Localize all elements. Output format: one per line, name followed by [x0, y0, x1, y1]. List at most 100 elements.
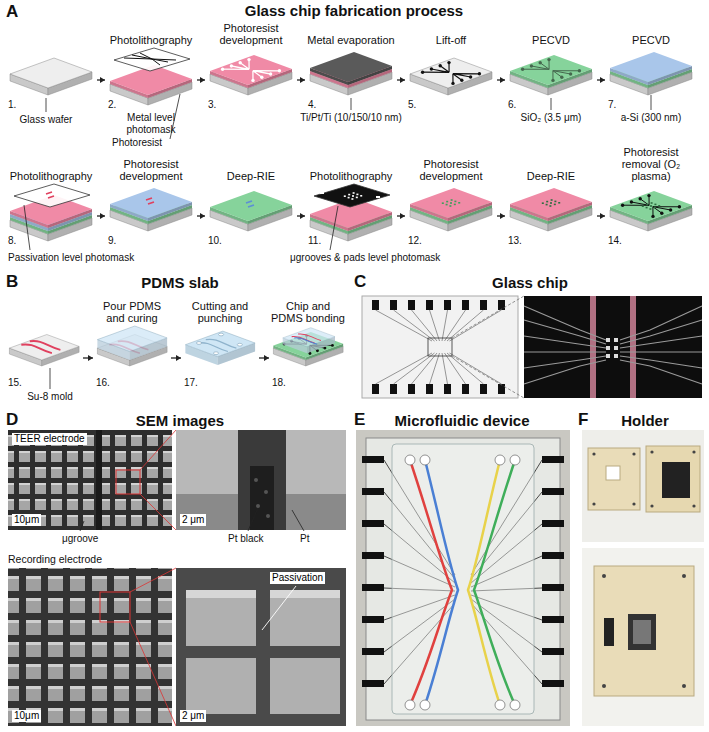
process-step: Metal evaporation 4.: [306, 4, 396, 112]
annotation: 2 μm: [180, 514, 206, 526]
step-number: 13.: [508, 235, 522, 246]
panel-heading: Glass chip fabrication process: [180, 2, 528, 20]
step-number: 9.: [108, 235, 116, 246]
step-number: 1.: [8, 99, 16, 110]
arrowhead: [100, 77, 105, 83]
annotation: Su-8 mold: [10, 391, 90, 403]
process-arrow: [197, 77, 205, 83]
step-number: 18.: [272, 377, 286, 388]
process-step: PECVD 7.: [606, 4, 696, 112]
annotation: μgrooves & pads level photomask: [290, 252, 440, 264]
panel-heading: PDMS slab: [60, 274, 300, 292]
arrowhead: [600, 77, 605, 83]
process-step: Photolithography11.: [306, 140, 396, 248]
arrowhead: [264, 355, 269, 361]
process-step: Deep-RIE10.: [206, 140, 296, 248]
process-arrow: [83, 355, 93, 361]
process-arrow: [259, 355, 269, 361]
annotation: Glass wafer: [6, 114, 86, 126]
annotation: μgroove: [62, 533, 98, 545]
step-heading: Metal evaporation: [306, 34, 396, 46]
step-number: 10.: [208, 235, 222, 246]
step-heading: PECVD: [606, 34, 696, 46]
step-number: 5.: [408, 99, 416, 110]
arrowhead: [500, 213, 505, 219]
step-heading: Photolithography: [306, 170, 396, 182]
step-number: 17.: [184, 377, 198, 388]
arrowhead: [200, 213, 205, 219]
step-number: 16.: [96, 377, 110, 388]
step-heading: Photoresist removal (O₂ plasma): [606, 146, 696, 182]
annotation: 10μm: [12, 710, 41, 722]
step-heading: Pour PDMS and curing: [94, 300, 170, 324]
annotation: Passivation: [270, 572, 325, 584]
panel-heading: SEM images: [60, 412, 300, 430]
annotation: 10μm: [12, 514, 41, 526]
step-heading: Photoresist development: [406, 158, 496, 182]
panel-heading: B: [6, 272, 18, 292]
arrowhead: [100, 213, 105, 219]
step-heading: Lift-off: [406, 34, 496, 46]
step-heading: Photolithography: [6, 170, 96, 182]
annotation: Passivation level photomask: [8, 252, 134, 264]
panel-heading: F: [578, 410, 588, 430]
arrowhead: [176, 355, 181, 361]
arrowhead: [200, 77, 205, 83]
step-number: 7.: [608, 99, 616, 110]
annotation: Ti/Pt/Ti (10/150/10 nm): [300, 112, 402, 124]
annotation: SiO₂ (3.5 μm): [500, 112, 602, 124]
process-arrow: [97, 213, 105, 219]
step-heading: Cutting and punching: [182, 300, 258, 324]
step-number: 12.: [408, 235, 422, 246]
step-heading: PECVD: [506, 34, 596, 46]
process-step: PECVD 6.: [506, 4, 596, 112]
arrowhead: [500, 77, 505, 83]
annotation: Metal level photomask: [106, 112, 196, 136]
arrowhead: [300, 213, 305, 219]
process-step: Photoresist removal (O₂ plasma) 14.: [606, 140, 696, 248]
process-arrow: [297, 213, 305, 219]
process-step: Chip and PDMS bonding18.: [270, 282, 346, 390]
panel-heading: Microfluidic device: [362, 412, 562, 430]
process-step: Photolithography 2.: [106, 4, 196, 112]
annotation: Pt: [300, 533, 309, 545]
annotation: TEER electrode: [12, 433, 87, 445]
arrowhead: [400, 77, 405, 83]
step-number: 3.: [208, 99, 216, 110]
process-step: Photoresist development 9.: [106, 140, 196, 248]
process-arrow: [397, 213, 405, 219]
process-step: Photolithography 8.: [6, 140, 96, 248]
panel-heading: A: [6, 2, 18, 22]
step-number: 2.: [108, 99, 116, 110]
process-step: Photoresist development 12.: [406, 140, 496, 248]
panel-heading: D: [6, 410, 18, 430]
process-arrow: [497, 77, 505, 83]
process-step: Pour PDMS and curing 16.: [94, 282, 170, 390]
process-step: 1.: [6, 4, 96, 112]
process-step: Lift-off 5.: [406, 4, 496, 112]
process-step: Photoresist development 3.: [206, 4, 296, 112]
arrowhead: [400, 213, 405, 219]
panel-heading: C: [354, 272, 366, 292]
process-arrow: [297, 77, 305, 83]
process-arrow: [597, 77, 605, 83]
process-step: Cutting and punching 17.: [182, 282, 258, 390]
process-arrow: [397, 77, 405, 83]
annotation: Pt black: [228, 533, 264, 545]
step-number: 6.: [508, 99, 516, 110]
annotation: 2 μm: [180, 710, 206, 722]
panel-heading: E: [354, 410, 365, 430]
step-number: 4.: [308, 99, 316, 110]
step-heading: Photolithography: [106, 34, 196, 46]
process-step: 15.: [6, 282, 82, 390]
process-arrow: [97, 77, 105, 83]
step-number: 14.: [608, 235, 622, 246]
step-heading: Photoresist development: [106, 158, 196, 182]
annotation: a-Si (300 nm): [600, 112, 702, 124]
step-number: 8.: [8, 235, 16, 246]
step-heading: Photoresist development: [206, 22, 296, 46]
arrowhead: [600, 213, 605, 219]
process-arrow: [197, 213, 205, 219]
